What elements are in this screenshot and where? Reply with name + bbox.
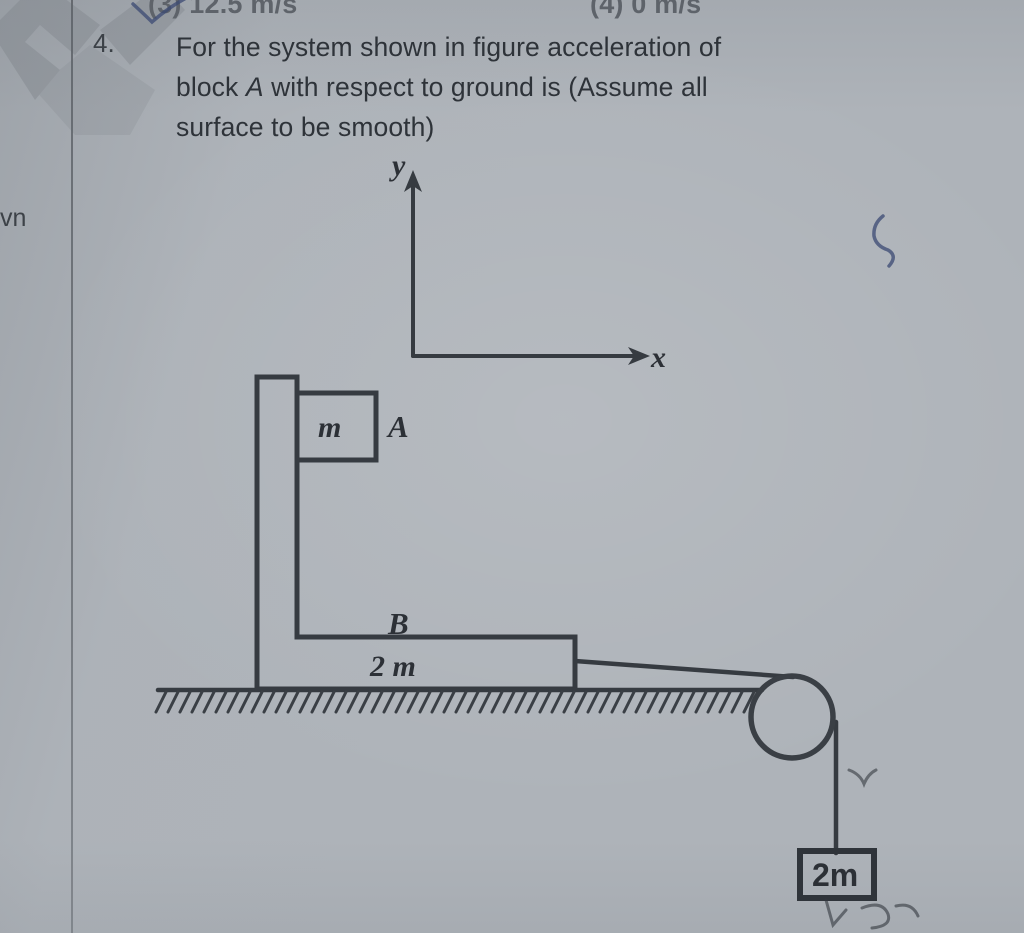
pen-annotation-check (131, 0, 187, 25)
x-axis-label: x (650, 341, 666, 374)
pulley (748, 673, 836, 761)
block-a (294, 390, 379, 463)
ground-hatching (154, 690, 756, 714)
left-margin-note: vn (0, 204, 27, 232)
pen-annotation-squiggle (872, 214, 895, 268)
y-axis-label: y (389, 149, 406, 182)
question-line-1: For the system shown in figure accelerat… (176, 32, 722, 62)
y-axis-arrowhead (404, 170, 422, 192)
x-axis-arrowhead (628, 347, 650, 365)
question-number: 4. (93, 28, 115, 58)
hanging-block-mass-label: 2m (812, 857, 858, 893)
coordinate-axes (411, 178, 642, 358)
pen-annotation-below-block (824, 898, 920, 930)
notebook-margin-line (71, 0, 73, 933)
block-a-mass-label: m (318, 411, 341, 444)
block-b-label: B (387, 606, 409, 641)
cut-off-option-3: (3) 12.5 m/s (148, 0, 298, 19)
question-line-2: block A with respect to ground is (Assum… (176, 72, 708, 102)
block-b-mass-label: 2 m (369, 650, 416, 683)
cut-off-option-4: (4) 0 m/s (590, 0, 702, 19)
hanging-block (797, 848, 877, 901)
string-horizontal-segment (572, 658, 796, 680)
block-a-label: A (386, 409, 409, 444)
block-b-outline (254, 374, 578, 692)
question-line-3: surface to be smooth) (176, 112, 435, 142)
question-text: For the system shown in figure accelerat… (176, 27, 986, 147)
pen-annotation-lambda (847, 768, 878, 789)
